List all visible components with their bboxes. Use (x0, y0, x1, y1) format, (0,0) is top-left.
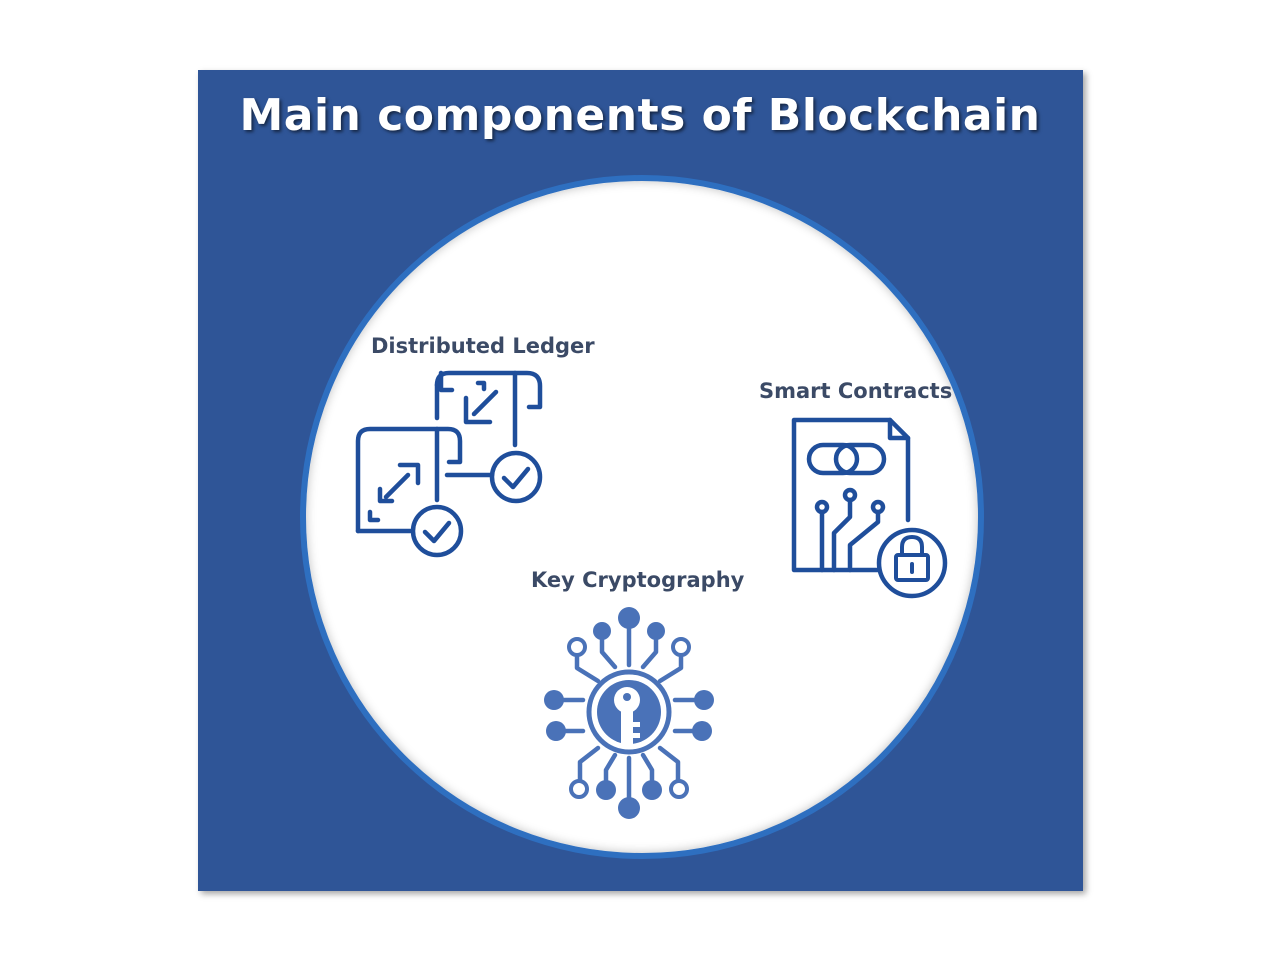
distributed-ledger-label: Distributed Ledger (371, 334, 595, 358)
components-circle (300, 175, 984, 859)
slide-title: Main components of Blockchain (239, 90, 1041, 141)
key-cryptography-icon (544, 607, 714, 819)
key-cryptography-label: Key Cryptography (531, 568, 745, 592)
distributed-ledger-icon (355, 370, 543, 558)
smart-contract-icon (791, 417, 948, 599)
smart-contracts-label: Smart Contracts (759, 379, 953, 403)
